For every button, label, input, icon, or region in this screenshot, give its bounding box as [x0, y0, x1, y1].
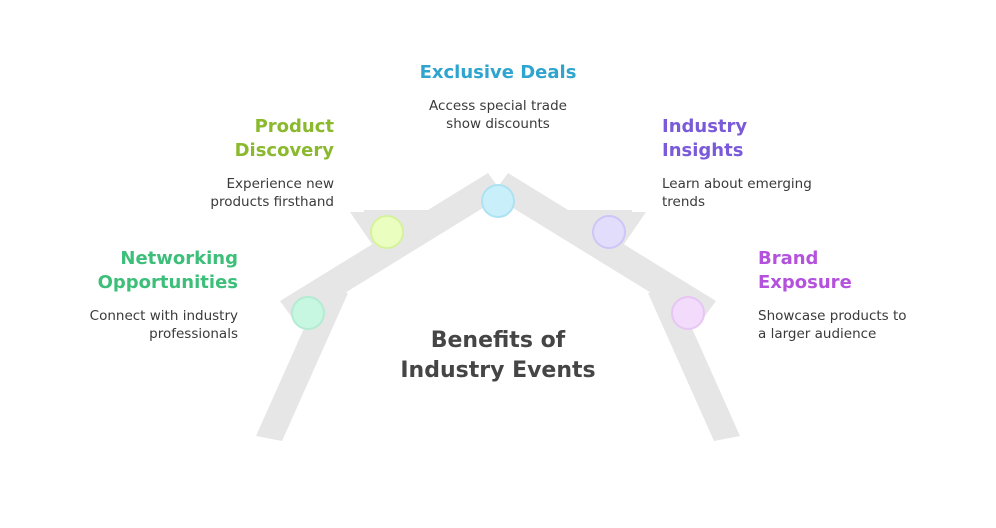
product-discovery-node [370, 215, 404, 249]
product-discovery-title-line-2: Discovery [234, 140, 334, 161]
center-title-line-2: Industry Events [400, 358, 596, 383]
brand-exposure-title-line-2: Exposure [758, 272, 852, 293]
industry-insights-title-line-2: Insights [662, 140, 744, 161]
brand-exposure-title: Brand Exposure [758, 247, 978, 295]
right-leg-beam [648, 288, 740, 441]
exclusive-deals-description-line-1: Access special trade [429, 98, 567, 114]
exclusive-deals-description-line-2: show discounts [446, 116, 550, 132]
networking-title-line-2: Opportunities [97, 272, 238, 293]
industry-insights-title-line-1: Industry [662, 116, 748, 137]
industry-insights-description-line-2: trends [662, 194, 706, 210]
networking-description-line-2: professionals [149, 326, 238, 342]
product-discovery-title-line-1: Product [254, 116, 334, 137]
brand-exposure-description-line-2: a larger audience [758, 326, 877, 342]
product-discovery-description-line-2: products firsthand [210, 194, 334, 210]
brand-exposure-node [671, 296, 705, 330]
product-discovery-label: Product Discovery Experience new product… [134, 115, 334, 211]
product-discovery-description: Experience new products firsthand [134, 175, 334, 211]
exclusive-deals-title: Exclusive Deals [368, 61, 628, 85]
product-discovery-title: Product Discovery [134, 115, 334, 163]
center-title-line-1: Benefits of [430, 328, 566, 353]
exclusive-deals-label: Exclusive Deals Access special trade sho… [368, 61, 628, 133]
networking-description: Connect with industry professionals [38, 307, 238, 343]
left-leg-beam [256, 288, 348, 441]
brand-exposure-title-line-1: Brand [758, 248, 819, 269]
brand-exposure-description-line-1: Showcase products to [758, 308, 907, 324]
industry-insights-label: Industry Insights Learn about emerging t… [662, 115, 882, 211]
brand-exposure-description: Showcase products to a larger audience [758, 307, 978, 343]
exclusive-deals-node [481, 184, 515, 218]
industry-insights-title: Industry Insights [662, 115, 882, 163]
center-title: Benefits of Industry Events [348, 326, 648, 386]
networking-title: Networking Opportunities [38, 247, 238, 295]
exclusive-deals-title-line-1: Exclusive Deals [419, 62, 577, 83]
exclusive-deals-description: Access special trade show discounts [368, 97, 628, 133]
industry-insights-description-line-1: Learn about emerging [662, 176, 812, 192]
product-discovery-description-line-1: Experience new [226, 176, 334, 192]
industry-insights-node [592, 215, 626, 249]
industry-insights-description: Learn about emerging trends [662, 175, 882, 211]
networking-description-line-1: Connect with industry [89, 308, 238, 324]
networking-node [291, 296, 325, 330]
networking-label: Networking Opportunities Connect with in… [38, 247, 238, 343]
brand-exposure-label: Brand Exposure Showcase products to a la… [758, 247, 978, 343]
networking-title-line-1: Networking [120, 248, 238, 269]
